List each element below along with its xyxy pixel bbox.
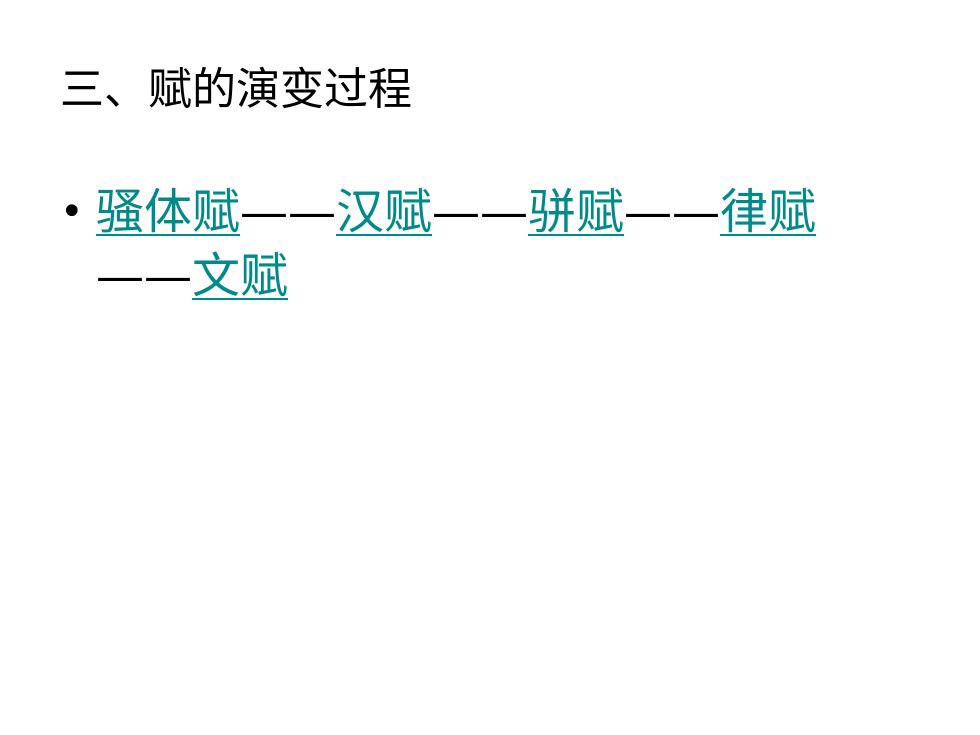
link-pianfu[interactable]: 骈赋 xyxy=(528,184,625,240)
separator-dash: —— xyxy=(240,184,337,240)
link-hanfu[interactable]: 汉赋 xyxy=(336,184,433,240)
separator-dash: —— xyxy=(96,248,192,304)
evolution-sequence: 骚体赋——汉赋——骈赋——律赋——文赋 xyxy=(96,180,876,308)
slide-title: 三、赋的演变过程 xyxy=(60,64,412,115)
separator-dash: —— xyxy=(624,184,721,240)
bullet-list: • 骚体赋——汉赋——骈赋——律赋——文赋 xyxy=(58,180,898,308)
separator-dash: —— xyxy=(432,184,529,240)
bullet-item: • 骚体赋——汉赋——骈赋——律赋——文赋 xyxy=(58,180,898,308)
bullet-dot-icon: • xyxy=(60,189,84,235)
link-lvfu[interactable]: 律赋 xyxy=(720,184,817,240)
link-wenfu[interactable]: 文赋 xyxy=(192,248,289,304)
link-saotifu[interactable]: 骚体赋 xyxy=(96,184,241,240)
